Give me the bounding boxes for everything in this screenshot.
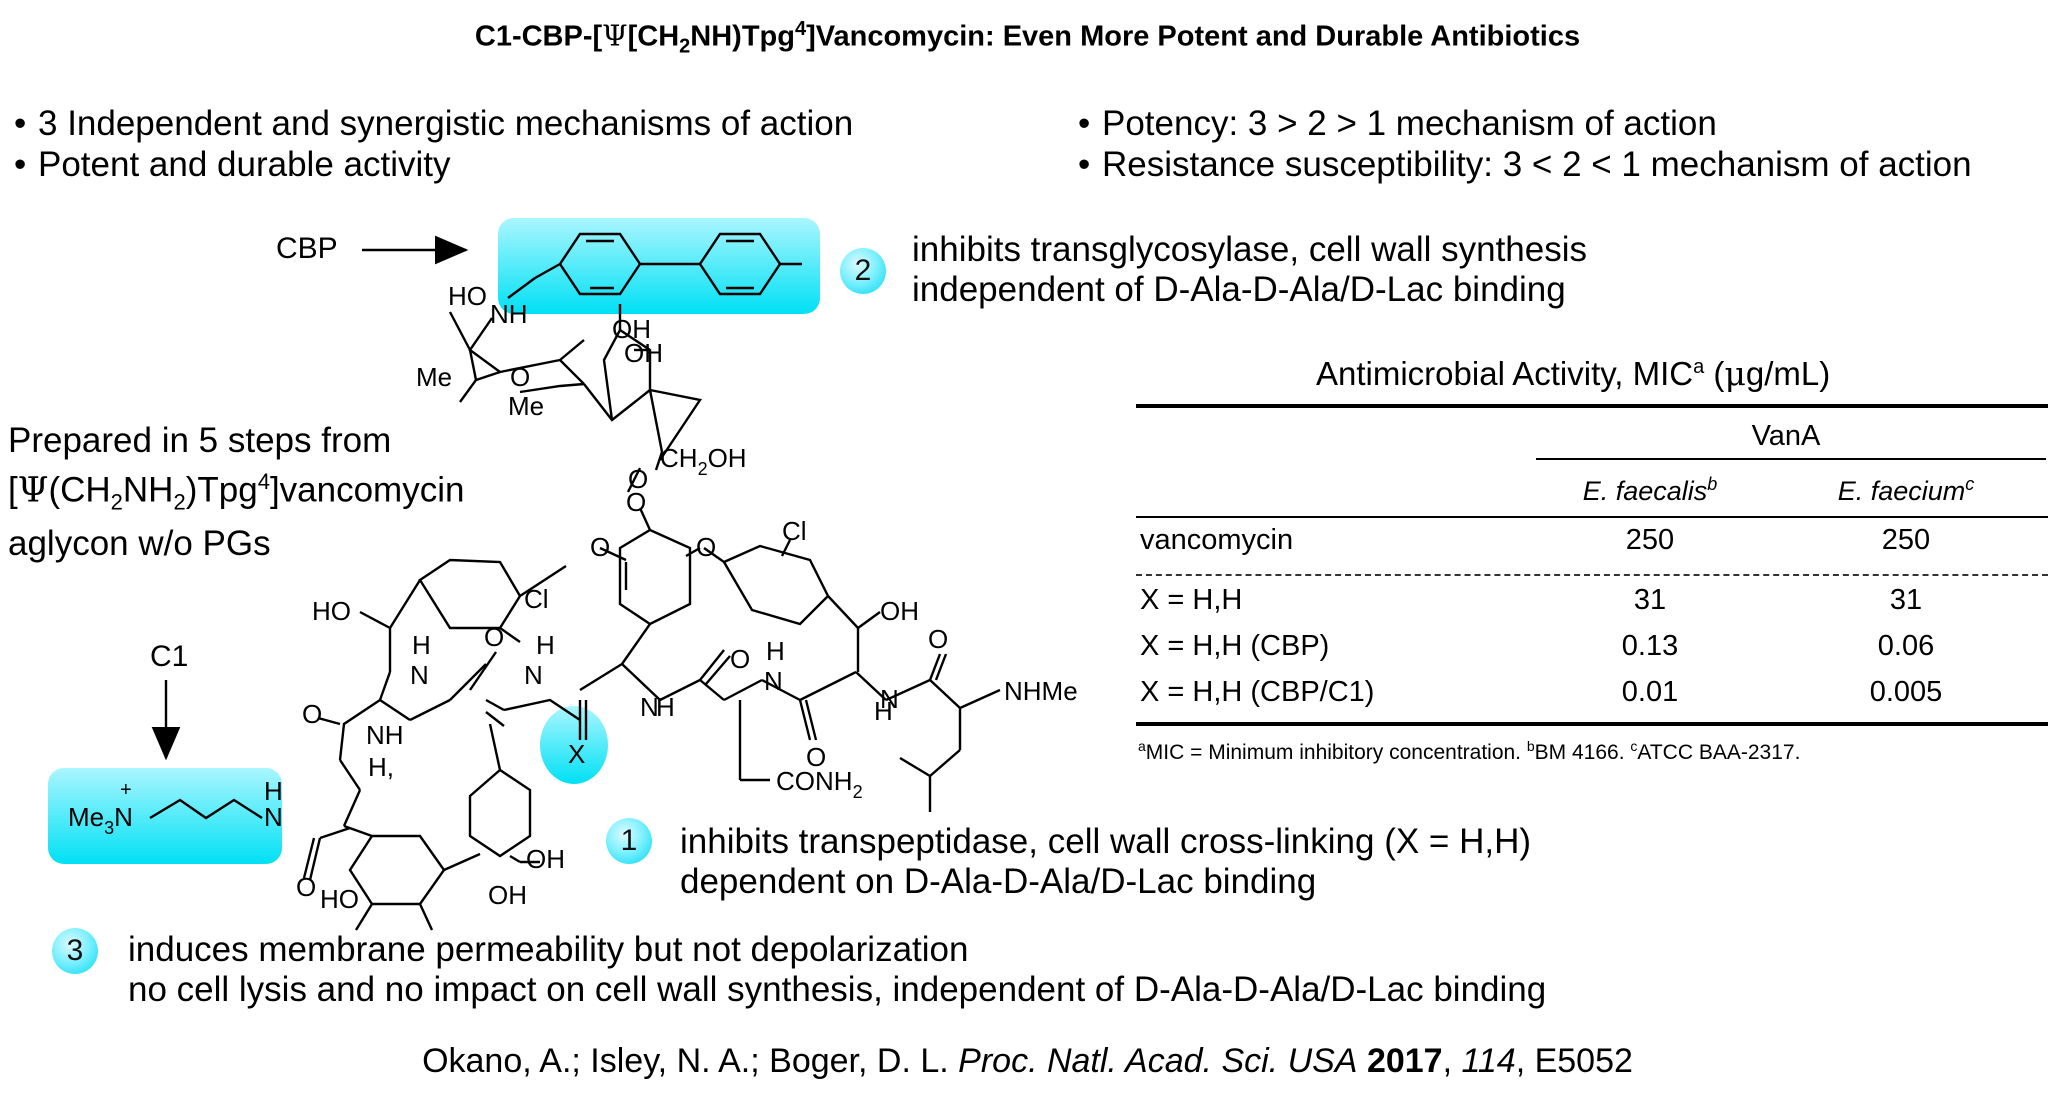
table-col-faecalis: E. faecalisb (1582, 474, 1718, 506)
o-bottom: O (296, 872, 316, 902)
bullet-item: •Potent and durable activity (14, 145, 451, 184)
n-a: N (410, 660, 429, 690)
h-a: H (412, 630, 431, 660)
o-left: O (590, 532, 610, 562)
table-footnote: aMIC = Minimum inhibitory concentration.… (1138, 738, 1801, 764)
mechanism-2-badge: 2 (840, 248, 886, 294)
ho-left: HO (312, 596, 351, 626)
nh-left: NH (366, 720, 404, 750)
table-title: Antimicrobial Activity, MICa (μg/mL) (1316, 354, 1831, 393)
n-n: N (264, 802, 283, 832)
table-header-rule (1136, 516, 2048, 518)
o-d: O (806, 742, 826, 772)
h-c: H (766, 636, 785, 666)
preparation-note: Prepared in 5 steps from [Ψ(CH2NH2)Tpg4]… (8, 421, 465, 563)
right-chloro-ring (703, 539, 881, 672)
left-chloro-ring (359, 558, 567, 672)
h-ah: H, (368, 752, 394, 782)
h-d: H (656, 692, 675, 722)
o-amide1: O (484, 622, 504, 652)
lower-left-ring-system (302, 711, 540, 931)
vancosamine-sugar (448, 311, 585, 403)
mechanism-3-text: induces membrane permeability but not de… (128, 930, 1547, 1009)
table-group-header: VanA (1751, 420, 1821, 452)
table-dashed-rule (1136, 574, 2048, 576)
o-link: O (626, 487, 646, 517)
x-label: X (568, 739, 585, 769)
h-e: H (874, 696, 893, 726)
o-right: O (696, 532, 716, 562)
oh-1: OH (612, 314, 651, 344)
me-2: Me (508, 391, 544, 421)
h-b: H (536, 630, 555, 660)
table-top-rule (1136, 404, 2048, 408)
n-d: N (640, 692, 659, 722)
bullet-list-left: •3 Independent and synergistic mechanism… (14, 103, 853, 185)
c1-label: C1 (150, 640, 189, 673)
ch2oh: CH2OH (660, 443, 747, 479)
x-highlight (540, 706, 608, 784)
mechanism-1-badge: 1 (606, 818, 652, 864)
table-col-faecium: E. faeciumc (1837, 474, 1975, 506)
c1-highlight (48, 768, 282, 864)
c1-chain (149, 798, 263, 820)
o-ring: O (510, 362, 530, 392)
me3n: Me3N (68, 802, 133, 838)
oh-right: OH (880, 596, 919, 626)
ho-top: HO (448, 281, 487, 311)
me-1: Me (416, 362, 452, 392)
n-b: N (524, 660, 543, 690)
o-e: O (928, 624, 948, 654)
central-aromatic-ring (599, 507, 701, 665)
nh-top: NH (490, 299, 528, 329)
oh-2: OH (624, 338, 663, 368)
n-c: N (764, 666, 783, 696)
cbp-label: CBP (276, 232, 338, 265)
ho-b: HO (320, 884, 359, 914)
biphenyl-group (507, 232, 802, 299)
mechanism-3-badge: 3 (52, 928, 98, 974)
cbp-highlight (498, 218, 820, 314)
conh2: CONH2 (776, 766, 863, 802)
h-n: H (264, 776, 283, 806)
peptide-backbone (317, 649, 1001, 812)
citation: Okano, A.; Isley, N. A.; Boger, D. L. Pr… (422, 1042, 1633, 1080)
o-left2: O (302, 699, 322, 729)
glucose-sugar (583, 304, 702, 493)
table-group-rule (1536, 458, 2046, 460)
n-e: N (880, 684, 899, 714)
cl-left: Cl (524, 584, 549, 614)
oh-b1: OH (526, 844, 565, 874)
bullet-item: •Resistance susceptibility: 3 < 2 < 1 me… (1078, 145, 1972, 184)
oh-b2: OH (488, 880, 527, 910)
plus-sign: + (120, 779, 132, 801)
table-bottom-rule (1136, 722, 2048, 726)
mechanism-1-text: inhibits transpeptidase, cell wall cross… (680, 822, 1532, 901)
bullet-item: •Potency: 3 > 2 > 1 mechanism of action (1078, 104, 1717, 143)
bullet-list-right: •Potency: 3 > 2 > 1 mechanism of action … (1078, 103, 1972, 185)
page-title: C1-CBP-[Ψ[CH2NH)Tpg4]Vancomycin: Even Mo… (474, 18, 1581, 58)
cl-ring: Cl (782, 516, 807, 546)
mechanism-2-text: inhibits transglycosylase, cell wall syn… (912, 230, 1587, 309)
o-ring2: O (628, 464, 648, 494)
nhme: NHMe (1004, 676, 1078, 706)
o-c: O (730, 644, 750, 674)
bullet-item: •3 Independent and synergistic mechanism… (14, 104, 854, 143)
